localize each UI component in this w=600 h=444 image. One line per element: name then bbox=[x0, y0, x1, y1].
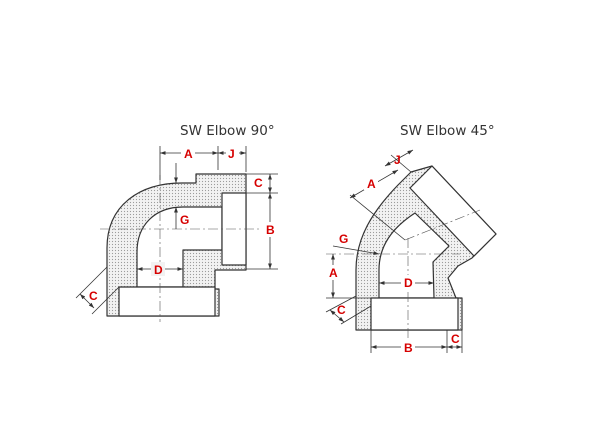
elbow-45-dim-c-left-line bbox=[329, 309, 345, 323]
elbow-90-label-b: B bbox=[266, 223, 275, 237]
elbow-90-diagram: SW Elbow 90° A J C B bbox=[75, 123, 278, 322]
elbow-45-dim-a-left-gap bbox=[326, 265, 340, 280]
elbow-90-label-c-bottom: C bbox=[89, 289, 98, 303]
elbow-45-label-a-left: A bbox=[329, 266, 338, 280]
elbow-45-dim-g-line bbox=[332, 245, 380, 255]
elbow-90-label-c-top: C bbox=[254, 176, 263, 190]
elbow-45-label-j: J bbox=[394, 153, 401, 167]
elbow-45-label-c-left: C bbox=[337, 303, 346, 317]
elbow-45-dim-a-ext bbox=[349, 194, 406, 241]
elbow-90-label-j: J bbox=[228, 147, 235, 161]
elbow-90-title: SW Elbow 90° bbox=[180, 123, 275, 139]
elbow-90-dim-c-bottom-line bbox=[79, 293, 95, 309]
elbow-90-dim-c-ext-2 bbox=[91, 286, 120, 315]
elbow-45-inlet-socket bbox=[370, 297, 459, 331]
elbow-45-dim-j-ext bbox=[390, 154, 412, 173]
elbow-90-dim-d-gap bbox=[151, 262, 165, 276]
elbow-90-dim-b-gap bbox=[263, 222, 277, 237]
elbow-45-dim-a-top-gap bbox=[364, 176, 378, 190]
elbow-45-label-a-top: A bbox=[367, 177, 376, 191]
elbow-45-diagram: SW Elbow 45° J A G A D bbox=[325, 123, 497, 355]
elbow-45-dim-c-ext-2 bbox=[340, 305, 372, 325]
elbow-45-dim-d-gap bbox=[401, 275, 415, 289]
elbow-90-label-a: A bbox=[184, 147, 193, 161]
elbow-45-dim-c-ext-1 bbox=[325, 295, 357, 313]
elbow-45-outlet-step bbox=[414, 212, 450, 247]
elbow-45-diagonal-centerline bbox=[404, 209, 481, 241]
elbow-45-label-c-bottom: C bbox=[451, 332, 460, 346]
elbow-90-dim-j-gap bbox=[226, 146, 239, 160]
elbow-45-label-b: B bbox=[404, 341, 413, 355]
elbow-45-label-g: G bbox=[339, 232, 348, 246]
elbow-90-dim-c-ext-1 bbox=[75, 266, 108, 299]
elbow-45-dim-j-line bbox=[384, 149, 414, 167]
elbow-90-label-g: G bbox=[180, 213, 189, 227]
elbow-45-dim-b-gap bbox=[401, 340, 415, 354]
elbow-45-title: SW Elbow 45° bbox=[400, 123, 495, 139]
elbow-45-label-d: D bbox=[404, 276, 413, 290]
elbow-90-dim-a-gap bbox=[181, 146, 195, 160]
elbow-45-outlet-socket bbox=[409, 165, 497, 257]
elbow-90-inlet-socket bbox=[118, 286, 216, 317]
elbow-90-label-d: D bbox=[154, 263, 163, 277]
elbow-45-channel bbox=[378, 212, 450, 299]
